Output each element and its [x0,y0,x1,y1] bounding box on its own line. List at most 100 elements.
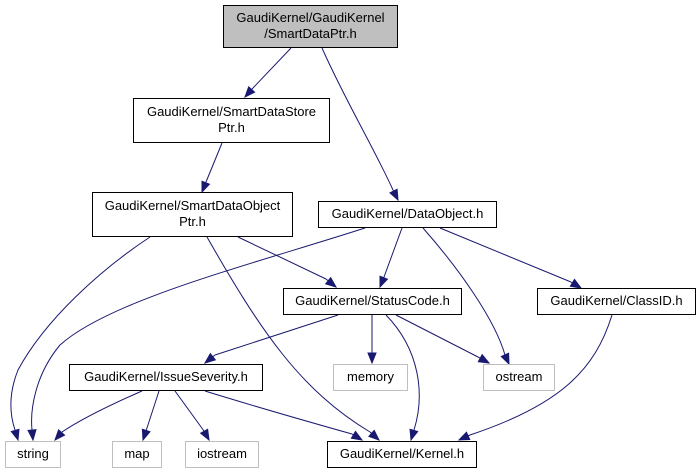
edge-classid-to-kernel [457,314,613,441]
edge-line [10,236,151,431]
edge-statuscode-to-issueseverity [203,314,339,364]
node-label: memory [347,369,394,384]
arrowhead-icon [457,431,471,441]
node-label: GaudiKernel/Kernel.h [340,446,464,461]
node-box [5,441,61,468]
node-ostream: ostream [483,364,555,391]
edge-line [145,390,160,432]
edge-issueseverity-to-string [54,390,143,442]
edge-sdstore-to-sdobject [201,142,223,194]
edge-dataobject-to-classid [439,227,583,289]
edge-line [321,47,394,191]
arrowhead-icon [569,278,583,289]
arrowhead-icon [368,429,381,441]
node-label: GaudiKernel/ClassID.h [550,293,682,308]
node-box [223,5,398,48]
edges-layer [10,47,613,442]
node-box [112,441,162,468]
edge-issueseverity-to-map [141,390,160,442]
edge-statuscode-to-ostream [395,314,491,364]
edge-line [61,390,143,433]
edge-line [214,314,339,356]
node-label: string [17,446,49,461]
node-string: string [5,441,61,468]
node-memory: memory [333,364,408,391]
arrowhead-icon [201,180,211,194]
edge-statuscode-to-kernel [385,314,420,442]
node-label: Ptr.h [179,214,206,229]
node-root[interactable]: GaudiKernel/GaudiKernel/SmartDataPtr.h [223,5,398,48]
arrowhead-icon [367,352,377,365]
arrowhead-icon [141,428,151,442]
edge-line [174,390,205,432]
edge-issueseverity-to-kernel [204,390,364,441]
edge-dataobject-to-string [27,227,366,442]
edge-issueseverity-to-iostream [174,390,210,442]
edge-dataobject-to-statuscode [379,227,403,289]
nodes-layer: GaudiKernel/GaudiKernel/SmartDataPtr.hGa… [5,5,696,468]
edge-statuscode-to-memory [367,315,377,365]
edge-line [252,47,292,89]
arrowhead-icon [389,188,399,202]
node-statuscode[interactable]: GaudiKernel/StatusCode.h [283,288,462,315]
node-label: GaudiKernel/StatusCode.h [295,293,450,308]
node-label: GaudiKernel/SmartDataStore [147,104,316,119]
edge-line [205,142,223,183]
node-dataobject[interactable]: GaudiKernel/DataObject.h [318,201,497,228]
node-label: ostream [496,369,543,384]
arrowhead-icon [10,428,20,442]
arrowhead-icon [477,353,491,364]
edge-line [469,314,613,436]
node-iostream: iostream [185,441,259,468]
arrowhead-icon [203,352,217,364]
arrowhead-icon [379,275,389,289]
node-label: GaudiKernel/SmartDataObject [105,198,281,213]
node-label: /SmartDataPtr.h [264,26,356,41]
arrowhead-icon [54,428,66,442]
edge-line [439,227,572,283]
node-box [283,288,462,315]
node-label: GaudiKernel/DataObject.h [332,206,484,221]
edge-line [204,390,353,435]
node-box [133,98,330,143]
node-label: GaudiKernel/IssueSeverity.h [84,369,248,384]
arrowhead-icon [350,430,364,441]
edge-line [422,227,506,356]
arrowhead-icon [500,352,510,366]
node-box [69,364,263,391]
node-box [318,201,497,228]
arrowhead-icon [409,428,419,442]
node-box [92,192,293,237]
edge-sdobject-to-kernel [206,236,381,441]
arrowhead-icon [27,429,37,442]
node-label: iostream [197,446,247,461]
node-label: GaudiKernel/GaudiKernel [236,10,384,25]
edge-root-to-dataobject [321,47,399,202]
edge-line [395,314,479,358]
node-box [327,441,477,468]
arrowhead-icon [199,428,210,442]
edge-sdobject-to-statuscode [237,236,338,288]
edge-line [206,236,371,433]
edge-line [383,227,403,278]
node-kernel[interactable]: GaudiKernel/Kernel.h [327,441,477,468]
node-box [185,441,259,468]
arrowhead-icon [244,86,256,99]
node-box [483,364,555,391]
edge-line [385,314,420,431]
node-label: Ptr.h [218,120,245,135]
edge-line [237,236,327,280]
node-box [537,288,696,315]
edge-root-to-sdstore [244,47,292,99]
node-classid[interactable]: GaudiKernel/ClassID.h [537,288,696,315]
node-map: map [112,441,162,468]
arrowhead-icon [324,276,338,288]
node-box [333,364,408,391]
node-issueseverity[interactable]: GaudiKernel/IssueSeverity.h [69,364,263,391]
edge-line [31,227,366,431]
node-label: map [124,446,149,461]
edge-dataobject-to-ostream [422,227,510,366]
